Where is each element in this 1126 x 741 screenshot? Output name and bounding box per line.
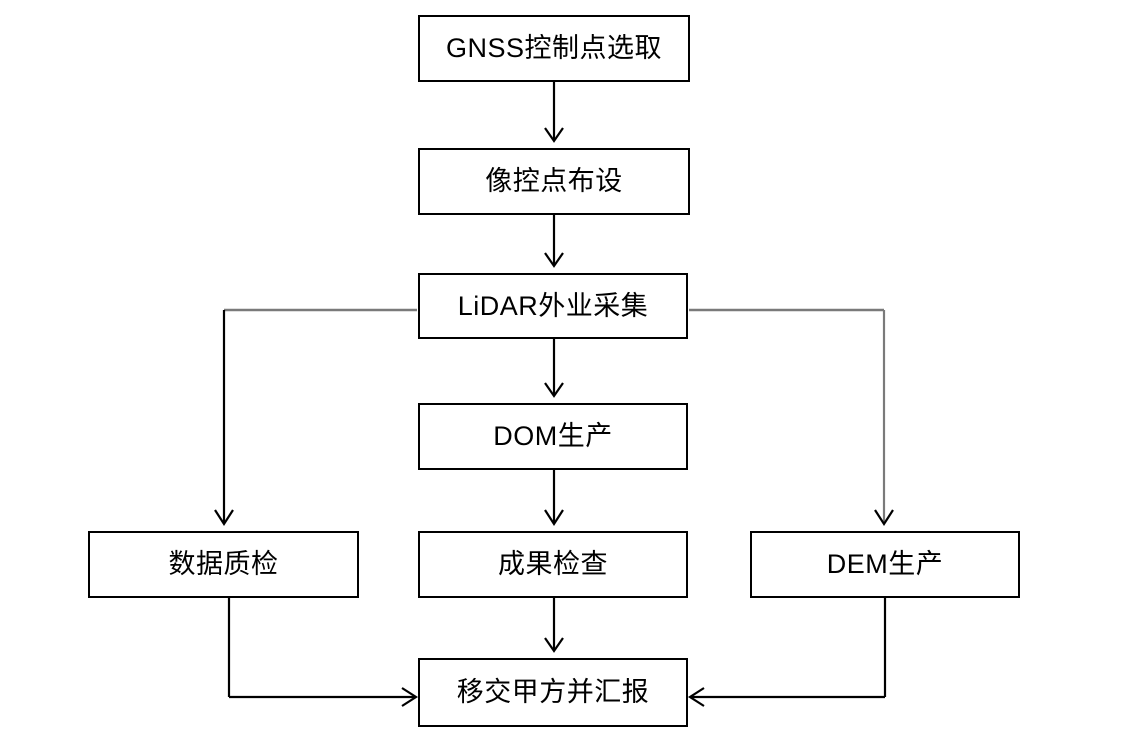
- node-handover-and-report[interactable]: 移交甲方并汇报: [418, 658, 688, 727]
- node-label: 数据质检: [168, 549, 279, 579]
- edge-gnss-to-xiangkong: [544, 82, 564, 143]
- node-dom-production[interactable]: DOM生产: [418, 403, 688, 470]
- node-dem-production[interactable]: DEM生产: [750, 531, 1020, 598]
- node-results-check[interactable]: 成果检查: [418, 531, 688, 598]
- node-data-quality-inspection[interactable]: 数据质检: [88, 531, 359, 598]
- edge-lidar-to-shuju: [214, 308, 417, 527]
- node-label: 移交甲方并汇报: [456, 677, 650, 707]
- node-label: 像控点布设: [485, 166, 623, 196]
- edge-shuju-to-yijiao: [227, 598, 419, 707]
- node-lidar-field-collection[interactable]: LiDAR外业采集: [418, 273, 688, 339]
- edge-dem-to-yijiao: [687, 598, 887, 707]
- edge-lidar-to-dom: [544, 339, 564, 398]
- node-label: DOM生产: [493, 421, 613, 451]
- node-label: GNSS控制点选取: [445, 33, 663, 63]
- node-label: LiDAR外业采集: [457, 290, 649, 321]
- node-label: 成果检查: [498, 549, 608, 579]
- node-label: DEM生产: [826, 549, 944, 579]
- node-gnss-control-point-selection[interactable]: GNSS控制点选取: [418, 15, 690, 82]
- edge-xiangkong-to-lidar: [544, 215, 564, 268]
- edge-chengguo-to-yijiao: [544, 598, 564, 653]
- node-image-control-point-layout[interactable]: 像控点布设: [418, 148, 690, 215]
- edge-dom-to-chengguo: [544, 470, 564, 527]
- edge-lidar-to-dem: [689, 308, 894, 527]
